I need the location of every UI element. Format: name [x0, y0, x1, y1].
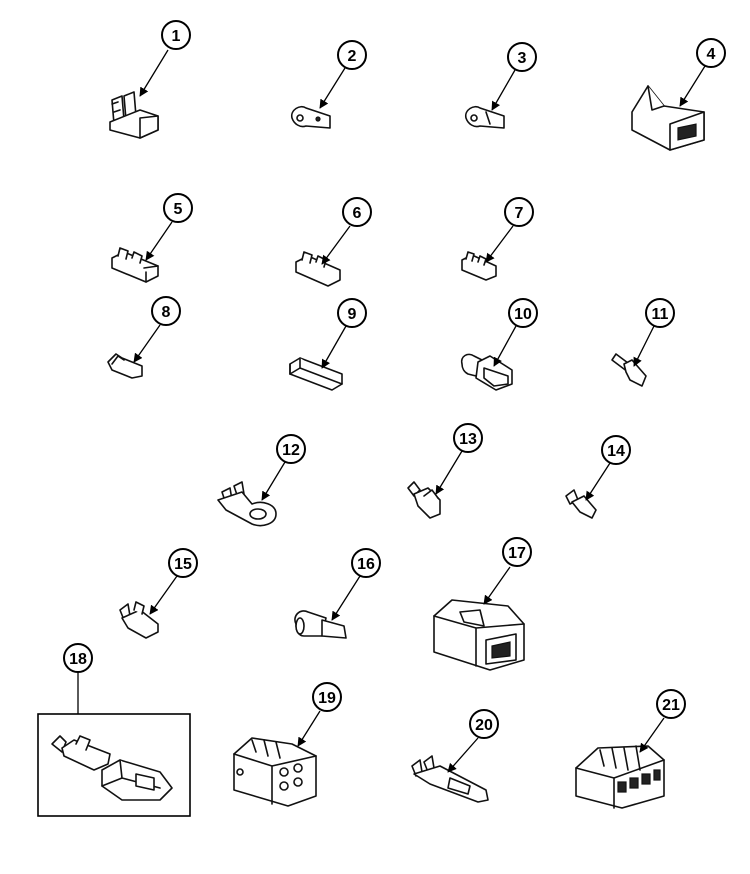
part-8-drawing — [107, 353, 143, 379]
callout-3-label: 3 — [518, 50, 527, 67]
callout-2-label: 2 — [348, 48, 357, 65]
callout-8: 8 — [151, 296, 181, 326]
callout-9-label: 9 — [348, 306, 357, 323]
callout-13: 13 — [453, 423, 483, 453]
part-18-drawing — [51, 735, 173, 801]
part-19-drawing — [233, 737, 317, 807]
part-18-box — [37, 713, 191, 817]
callout-20-label: 20 — [475, 717, 493, 734]
callout-7-label: 7 — [515, 205, 524, 222]
part-11-drawing — [611, 353, 647, 387]
callout-19-label: 19 — [318, 690, 336, 707]
part-12-drawing — [217, 481, 277, 527]
callout-17: 17 — [502, 537, 532, 567]
callout-17-label: 17 — [508, 545, 526, 562]
callout-11: 11 — [645, 298, 675, 328]
callout-16-label: 16 — [357, 556, 375, 573]
callout-2: 2 — [337, 40, 367, 70]
callout-4: 4 — [696, 38, 726, 68]
part-6-drawing — [295, 251, 341, 287]
part-3-drawing — [464, 105, 505, 129]
part-21-drawing — [575, 745, 665, 809]
part-14-drawing — [565, 489, 597, 519]
callout-10-label: 10 — [514, 306, 532, 323]
callout-21-label: 21 — [662, 697, 680, 714]
callout-14: 14 — [601, 435, 631, 465]
part-16-drawing — [294, 610, 347, 639]
callout-5: 5 — [163, 193, 193, 223]
part-20-drawing — [411, 755, 489, 803]
part-7-drawing — [461, 251, 497, 281]
callout-12: 12 — [276, 434, 306, 464]
part-2-drawing — [290, 105, 331, 129]
part-5-drawing — [111, 247, 159, 283]
part-15-drawing — [119, 601, 159, 639]
callout-6-label: 6 — [353, 205, 362, 222]
callout-15: 15 — [168, 548, 198, 578]
callout-10: 10 — [508, 298, 538, 328]
callout-18: 18 — [63, 643, 93, 673]
callout-18-label: 18 — [69, 651, 87, 668]
callout-19: 19 — [312, 682, 342, 712]
callout-1: 1 — [161, 20, 191, 50]
part-10-drawing — [460, 353, 513, 391]
part-1-drawing — [109, 91, 159, 139]
callout-20: 20 — [469, 709, 499, 739]
callout-4-label: 4 — [707, 46, 716, 63]
part-13-drawing — [407, 481, 441, 519]
callout-7: 7 — [504, 197, 534, 227]
callout-15-label: 15 — [174, 556, 192, 573]
callout-9: 9 — [337, 298, 367, 328]
part-17-drawing — [433, 599, 525, 671]
part-4-drawing — [631, 85, 705, 151]
callout-21: 21 — [656, 689, 686, 719]
callout-14-label: 14 — [607, 443, 625, 460]
callout-3: 3 — [507, 42, 537, 72]
callout-8-label: 8 — [162, 304, 171, 321]
callout-6: 6 — [342, 197, 372, 227]
callout-1-label: 1 — [172, 28, 181, 45]
callout-16: 16 — [351, 548, 381, 578]
part-9-drawing — [289, 357, 343, 391]
callout-5-label: 5 — [174, 201, 183, 218]
callout-12-label: 12 — [282, 442, 300, 459]
callout-11-label: 11 — [652, 306, 669, 323]
callout-13-label: 13 — [459, 431, 477, 448]
